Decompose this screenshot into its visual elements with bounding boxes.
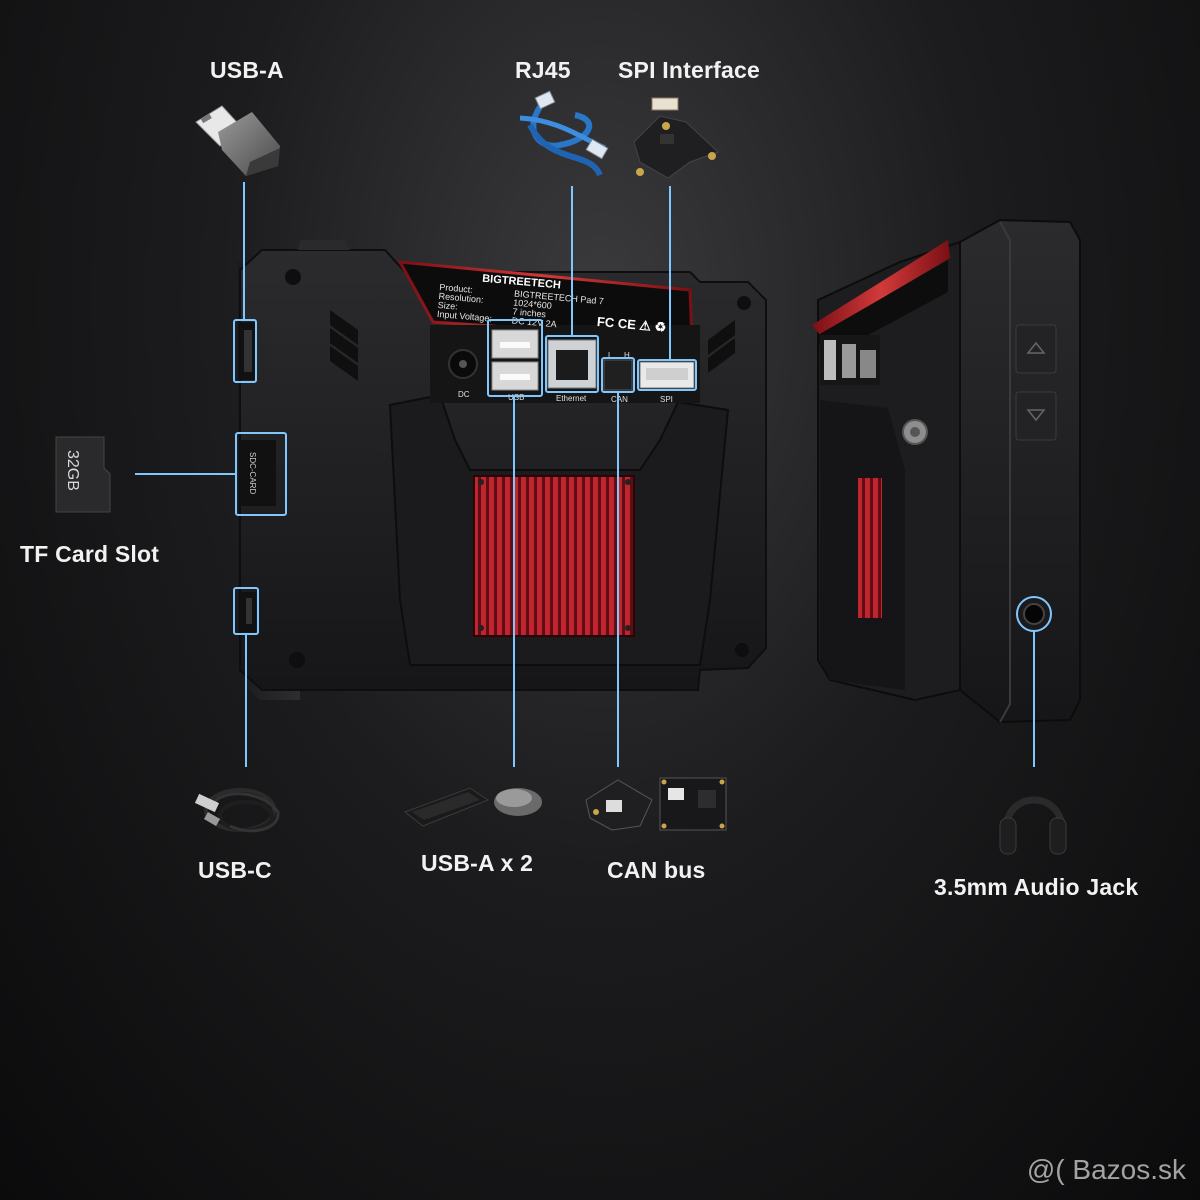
sd-card-capacity: 32GB — [64, 450, 81, 491]
port-label-can: CAN — [611, 395, 628, 404]
certification-marks: FC CE ⚠ ♻ — [596, 314, 667, 335]
label-rj45: RJ45 — [515, 57, 571, 83]
port-label-can-h: H — [624, 351, 630, 360]
spi-module-icon — [633, 97, 719, 179]
label-usb-c: USB-C — [198, 857, 272, 883]
spec-key-resolution: Resolution: — [438, 291, 484, 305]
spec-value-size: 7 inches — [512, 306, 547, 319]
label-can-bus: CAN bus — [607, 857, 706, 883]
spec-value-resolution: 1024*600 — [513, 297, 552, 310]
port-label-ethernet: Ethernet — [556, 394, 587, 403]
can-boards-icon — [585, 777, 727, 831]
label-usb-a: USB-A — [210, 57, 284, 83]
watermark: @( Bazos.sk — [1026, 1154, 1186, 1185]
rj45-cable-icon — [519, 90, 609, 177]
sd-card-icon: 32GB — [55, 436, 111, 513]
spec-key-voltage: Input Voltage: — [437, 309, 493, 324]
device-side — [812, 218, 1081, 724]
device-back — [238, 240, 767, 700]
port-label-spi: SPI — [660, 395, 673, 404]
tf-slot-text: SDC-CARD — [248, 452, 257, 494]
spec-value-voltage: DC 12V 2A — [511, 315, 557, 329]
headphones-icon — [999, 796, 1067, 855]
usb-a-dongle-icon — [195, 105, 280, 176]
usb-c-cable-icon — [194, 788, 280, 833]
label-spi-interface: SPI Interface — [618, 57, 760, 83]
port-label-can-l: L — [608, 351, 613, 360]
label-usb-a-x2: USB-A x 2 — [421, 850, 534, 876]
port-label-usb: USB — [508, 393, 524, 402]
spec-key-product: Product: — [439, 282, 473, 295]
spec-key-size: Size: — [437, 300, 458, 312]
label-tf-card-slot: TF Card Slot — [20, 541, 160, 567]
keyboard-mouse-icon — [403, 787, 542, 827]
port-label-dc: DC — [458, 390, 470, 399]
callout-lines — [135, 182, 1052, 767]
label-audio-jack: 3.5mm Audio Jack — [934, 874, 1139, 900]
